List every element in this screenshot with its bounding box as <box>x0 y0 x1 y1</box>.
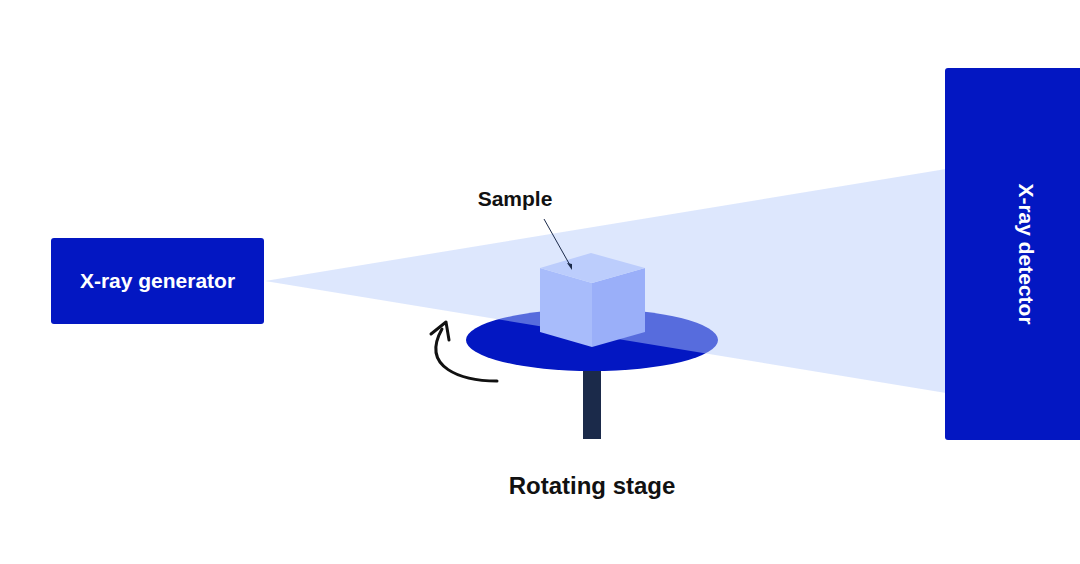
detector-box: X-ray detector <box>945 68 1080 440</box>
rotation-arrowhead <box>431 322 449 340</box>
x-ray-beam <box>265 169 946 393</box>
leader-line <box>544 219 571 267</box>
sample-label: Sample <box>478 187 553 211</box>
stage-post <box>583 362 601 439</box>
rotation-arrow <box>436 329 497 381</box>
leader-arrowhead <box>567 263 572 270</box>
generator-box: X-ray generator <box>51 238 264 324</box>
sample-cube-top <box>540 253 645 283</box>
box-label: X-ray generator <box>80 269 235 293</box>
box-label: X-ray detector <box>1014 183 1038 324</box>
stage-label: Rotating stage <box>509 472 676 500</box>
